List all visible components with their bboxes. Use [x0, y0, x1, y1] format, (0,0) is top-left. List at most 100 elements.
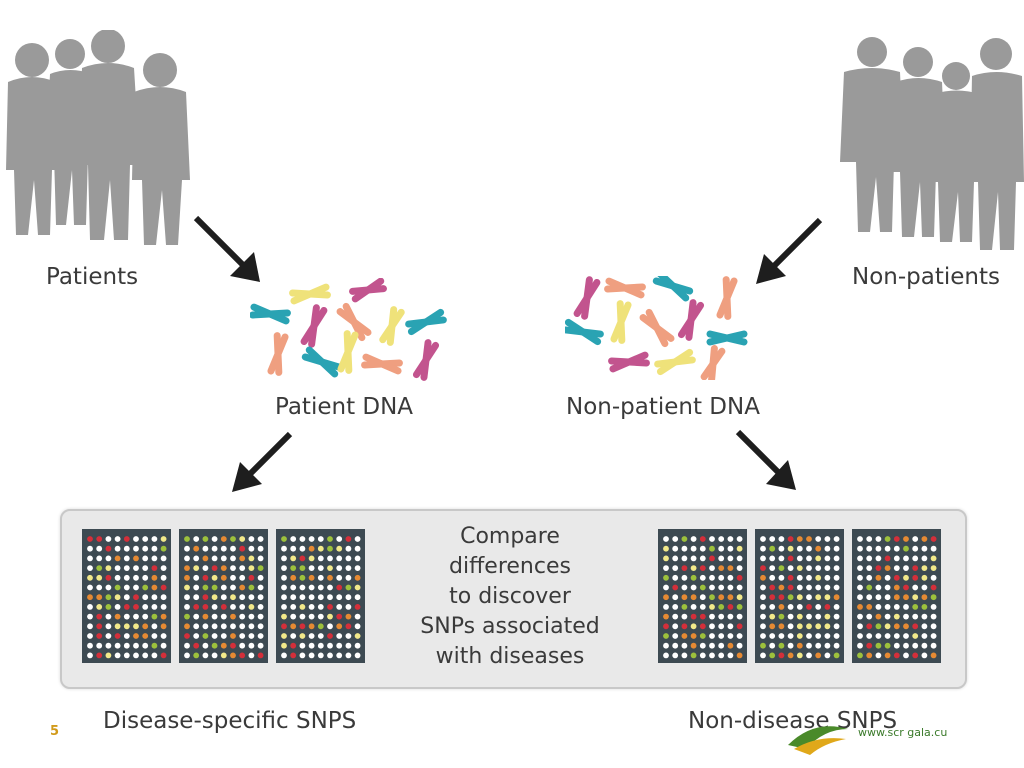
snp-dot — [930, 584, 937, 591]
snp-dot — [299, 555, 306, 562]
snp-dot — [160, 604, 167, 610]
snp-dot — [787, 652, 794, 659]
snp-dot — [114, 574, 121, 581]
snp-dot — [230, 594, 236, 601]
snp-dot — [921, 594, 928, 601]
snp-dot — [857, 604, 863, 610]
snp-dot — [257, 555, 264, 562]
snp-dot — [211, 574, 218, 581]
snp-dot — [663, 642, 669, 649]
snp-dot — [239, 642, 246, 649]
snp-dot — [317, 565, 324, 571]
snp-dot — [699, 613, 706, 620]
snp-dot — [930, 545, 937, 552]
snp-dot — [248, 623, 255, 630]
chromosome-shape — [604, 277, 646, 299]
snp-dot — [257, 545, 264, 552]
snp-dot — [760, 545, 766, 552]
snp-dot — [769, 565, 776, 571]
snp-dot — [824, 604, 831, 610]
snp-dot — [690, 652, 697, 659]
snp-dot — [299, 545, 306, 552]
snp-dot — [133, 652, 139, 659]
snp-dot — [806, 536, 812, 542]
chromosome-shape — [289, 283, 331, 305]
snp-dot — [308, 545, 315, 552]
snp-dot — [211, 633, 218, 639]
snp-dot — [96, 633, 103, 639]
snp-dot — [202, 584, 209, 591]
snp-dot — [184, 652, 190, 659]
snp-dot — [672, 613, 679, 620]
snp-dot — [806, 623, 812, 630]
snp-dot — [96, 574, 103, 581]
snp-dot — [699, 555, 706, 562]
snp-dot — [663, 545, 669, 552]
snp-dot — [681, 623, 688, 630]
snp-dot — [672, 536, 679, 542]
snp-dot — [787, 623, 794, 630]
snp-dot — [672, 555, 679, 562]
snp-dot — [239, 594, 246, 601]
snp-dot — [114, 536, 121, 542]
snp-dot — [857, 652, 863, 659]
snp-dot — [327, 604, 333, 610]
snp-dot — [96, 594, 103, 601]
snp-dot — [336, 594, 343, 601]
snp-dot — [317, 536, 324, 542]
snp-dot — [815, 584, 822, 591]
snp-dot — [193, 642, 200, 649]
snp-dot — [893, 565, 900, 571]
snp-dot — [875, 652, 882, 659]
snp-dot — [736, 594, 743, 601]
snp-dot — [211, 536, 218, 542]
snp-dot — [87, 613, 93, 620]
snp-dot — [727, 642, 734, 649]
snp-dot — [690, 584, 697, 591]
snp-dot — [193, 545, 200, 552]
snp-dot — [345, 623, 352, 630]
snp-dot — [151, 613, 158, 620]
snp-dot — [893, 642, 900, 649]
snp-dot — [327, 642, 333, 649]
snp-dot — [354, 642, 361, 649]
snp-dot — [778, 545, 785, 552]
snp-dot — [893, 555, 900, 562]
snp-dot — [718, 536, 725, 542]
snp-dot — [718, 623, 725, 630]
snp-dot — [727, 633, 734, 639]
snp-dot — [912, 594, 919, 601]
snp-dot — [833, 584, 840, 591]
snp-dot — [921, 584, 928, 591]
snp-dot — [354, 555, 361, 562]
snp-dot — [220, 536, 227, 542]
snp-dot — [736, 604, 743, 610]
snp-dot — [290, 584, 297, 591]
snp-dot — [281, 604, 287, 610]
snp-dot — [815, 642, 822, 649]
snp-dot — [718, 642, 725, 649]
snp-dot — [824, 565, 831, 571]
snp-dot — [727, 565, 734, 571]
snp-dot — [317, 594, 324, 601]
snp-dot — [354, 594, 361, 601]
snp-dot — [930, 633, 937, 639]
snp-dot — [133, 565, 139, 571]
snp-dot — [699, 652, 706, 659]
snp-dot — [336, 623, 343, 630]
snp-dot — [354, 565, 361, 571]
snp-dot — [248, 594, 255, 601]
snp-dot — [912, 584, 919, 591]
snp-dot — [354, 652, 361, 659]
snp-dot — [769, 642, 776, 649]
snp-dot — [96, 613, 103, 620]
snp-dot — [87, 584, 93, 591]
snp-dot — [806, 565, 812, 571]
arrow-nonpatients-to-dna-icon — [750, 214, 830, 294]
snp-dot — [142, 584, 149, 591]
snp-dot — [220, 574, 227, 581]
snp-dot — [760, 536, 766, 542]
snp-dot — [930, 555, 937, 562]
snp-dot — [230, 613, 236, 620]
snp-dot — [718, 555, 725, 562]
